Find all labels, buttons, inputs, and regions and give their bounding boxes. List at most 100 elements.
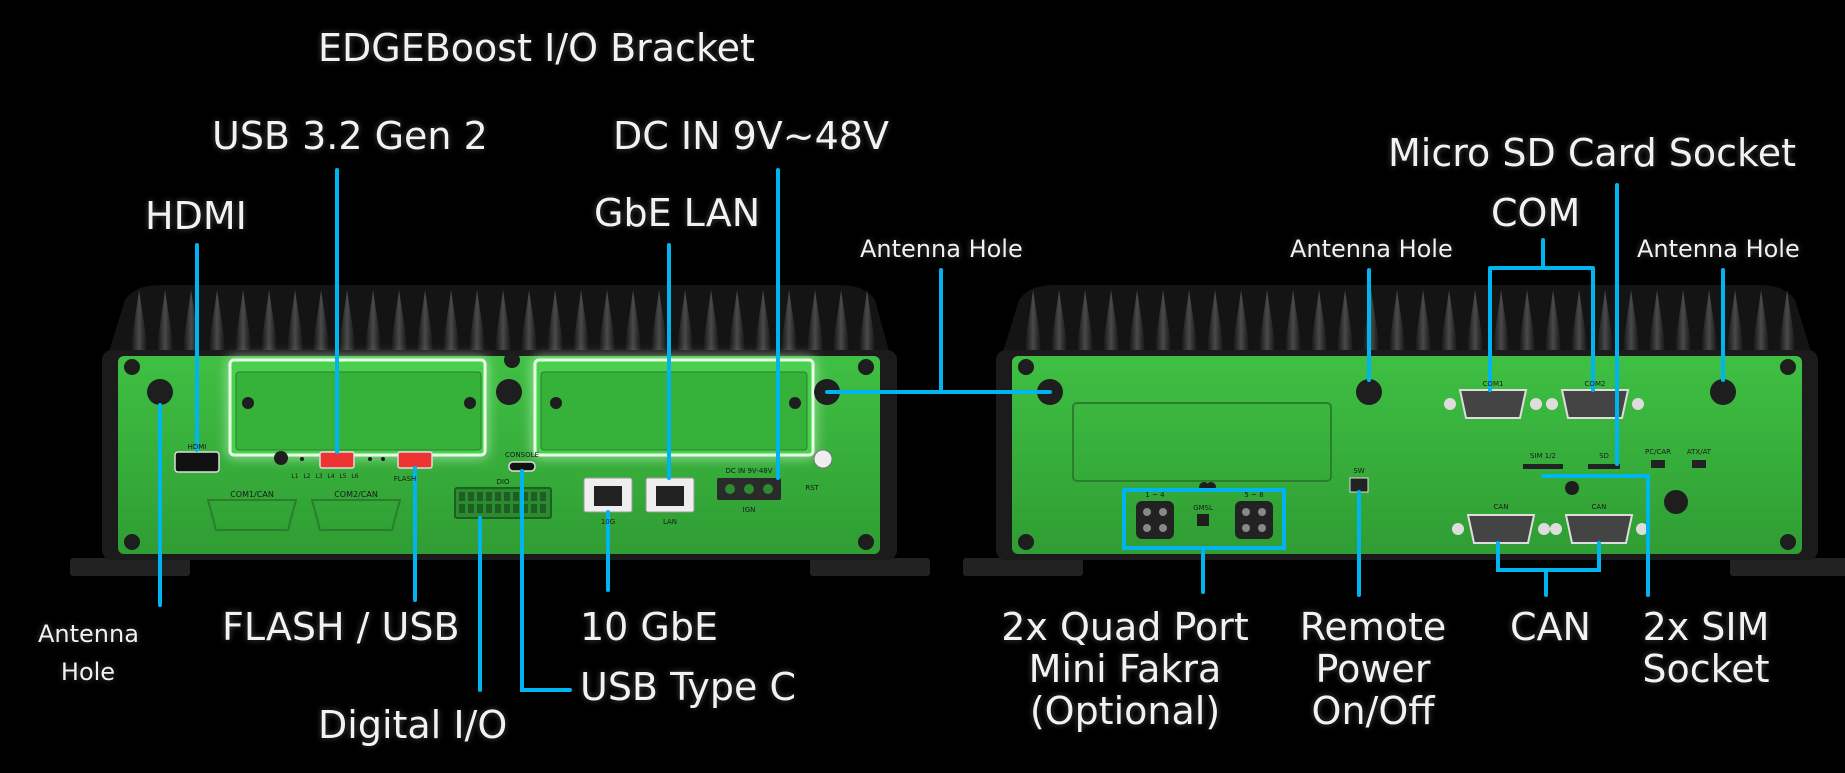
heatsink-fin [624,290,643,352]
front-unit [70,285,930,576]
label-edgeboost: EDGEBoost I/O Bracket [318,26,755,70]
heatsink-fin [1232,290,1251,352]
mark-10g: 10G [601,518,615,526]
label-com: COM [1491,191,1581,235]
heatsink-fin [650,290,669,352]
heatsink-fin [390,290,409,352]
dio-pin [531,492,537,501]
dio-pin [540,492,546,501]
mark-led-5: L5 [339,473,346,480]
dio-pin [459,504,465,513]
front-leds [300,457,385,461]
dio-pin [504,504,510,513]
mark-com2: COM2 [1585,380,1606,388]
heatsink-fin [468,290,487,352]
rear-com-ports [1444,389,1644,419]
front-screws [124,352,874,550]
heatsink-fin [1466,290,1485,352]
heatsink-fin [364,290,383,352]
heatsink-fin [1492,290,1511,352]
dio-pin [468,492,474,501]
mark-fakra-5-8: 5 ~ 8 [1244,491,1263,499]
power-button [813,449,833,469]
heatsink-fin [702,290,721,352]
heatsink-fin [1570,290,1589,352]
label-usb-type-c: USB Type C [580,665,796,709]
front-heatsink-fins [130,290,877,352]
heatsink-fin [260,290,279,352]
mark-console: CONSOLE [505,451,539,459]
mark-atxat: ATX/AT [1687,448,1712,456]
label-microsd: Micro SD Card Socket [1388,131,1796,175]
mark-sim12: SIM 1/2 [1530,452,1556,460]
mark-dio: DIO [497,478,510,486]
dio-pin [495,504,501,513]
front-left-foot [70,558,190,576]
heatsink-fin [1258,290,1277,352]
heatsink-fin [1778,290,1797,352]
dio-pin [495,492,501,501]
dio-pin [486,504,492,513]
heatsink-fin [1596,290,1615,352]
heatsink-fin [234,290,253,352]
com1-can-outline [206,499,298,531]
mark-can2: CAN [1592,503,1607,511]
heatsink-fin [1154,290,1173,352]
heatsink-fin [1622,290,1641,352]
mark-gmsl: GMSL [1193,504,1213,512]
pccar-switch [1651,460,1665,468]
dio-pin [477,504,483,513]
label-antenna-mid: Antenna Hole [860,235,1023,263]
rear-blank-plate [1072,402,1332,482]
heatsink-fin [1206,290,1225,352]
dio-pin [522,504,528,513]
dio-pin [513,492,519,501]
heatsink-fin [1024,290,1043,352]
heatsink-fin [1362,290,1381,352]
heatsink-fin [520,290,539,352]
dio-pins [459,492,546,513]
heatsink-fin [1128,290,1147,352]
heatsink-fin [728,290,747,352]
label-gbe: GbE LAN [594,191,761,235]
label-flash-usb: FLASH / USB [222,605,460,649]
heatsink-fin [780,290,799,352]
heatsink-fin [598,290,617,352]
heatsink-fin [1180,290,1199,352]
heatsink-fin [1076,290,1095,352]
heatsink-fin [1388,290,1407,352]
rear-unit [963,285,1845,576]
dio-pin [540,504,546,513]
remote-power-switch [1349,477,1369,493]
mark-pccar: PC/CAR [1645,448,1671,456]
com2-can-outline [310,499,402,531]
heatsink-fin [676,290,695,352]
heatsink-fin [858,290,877,352]
edgeboost-plate-left [235,371,482,451]
mark-led-3: L3 [315,473,322,480]
heatsink-fin [286,290,305,352]
fakra-connectors [1136,501,1273,539]
heatsink-fin [130,290,149,352]
heatsink-fin [1752,290,1771,352]
label-remote-power: Remote Power On/Off [1299,605,1447,733]
label-10gbe: 10 GbE [580,605,719,649]
heatsink-fin [1544,290,1563,352]
heatsink-fin [1414,290,1433,352]
callout-line-sim [1541,474,1650,597]
heatsink-fin [1440,290,1459,352]
dio-pin [513,504,519,513]
hdmi-port [174,451,220,473]
heatsink-fin [1518,290,1537,352]
mark-sw: SW [1353,467,1364,475]
callout-line-usbc [520,469,572,692]
heatsink-fin [1050,290,1069,352]
dio-pin [486,492,492,501]
rear-left-foot [963,558,1083,576]
rear-right-foot [1730,558,1845,576]
rear-heatsink-fins [1024,290,1797,352]
heatsink-fin [1284,290,1303,352]
heatsink-fin [156,290,175,352]
